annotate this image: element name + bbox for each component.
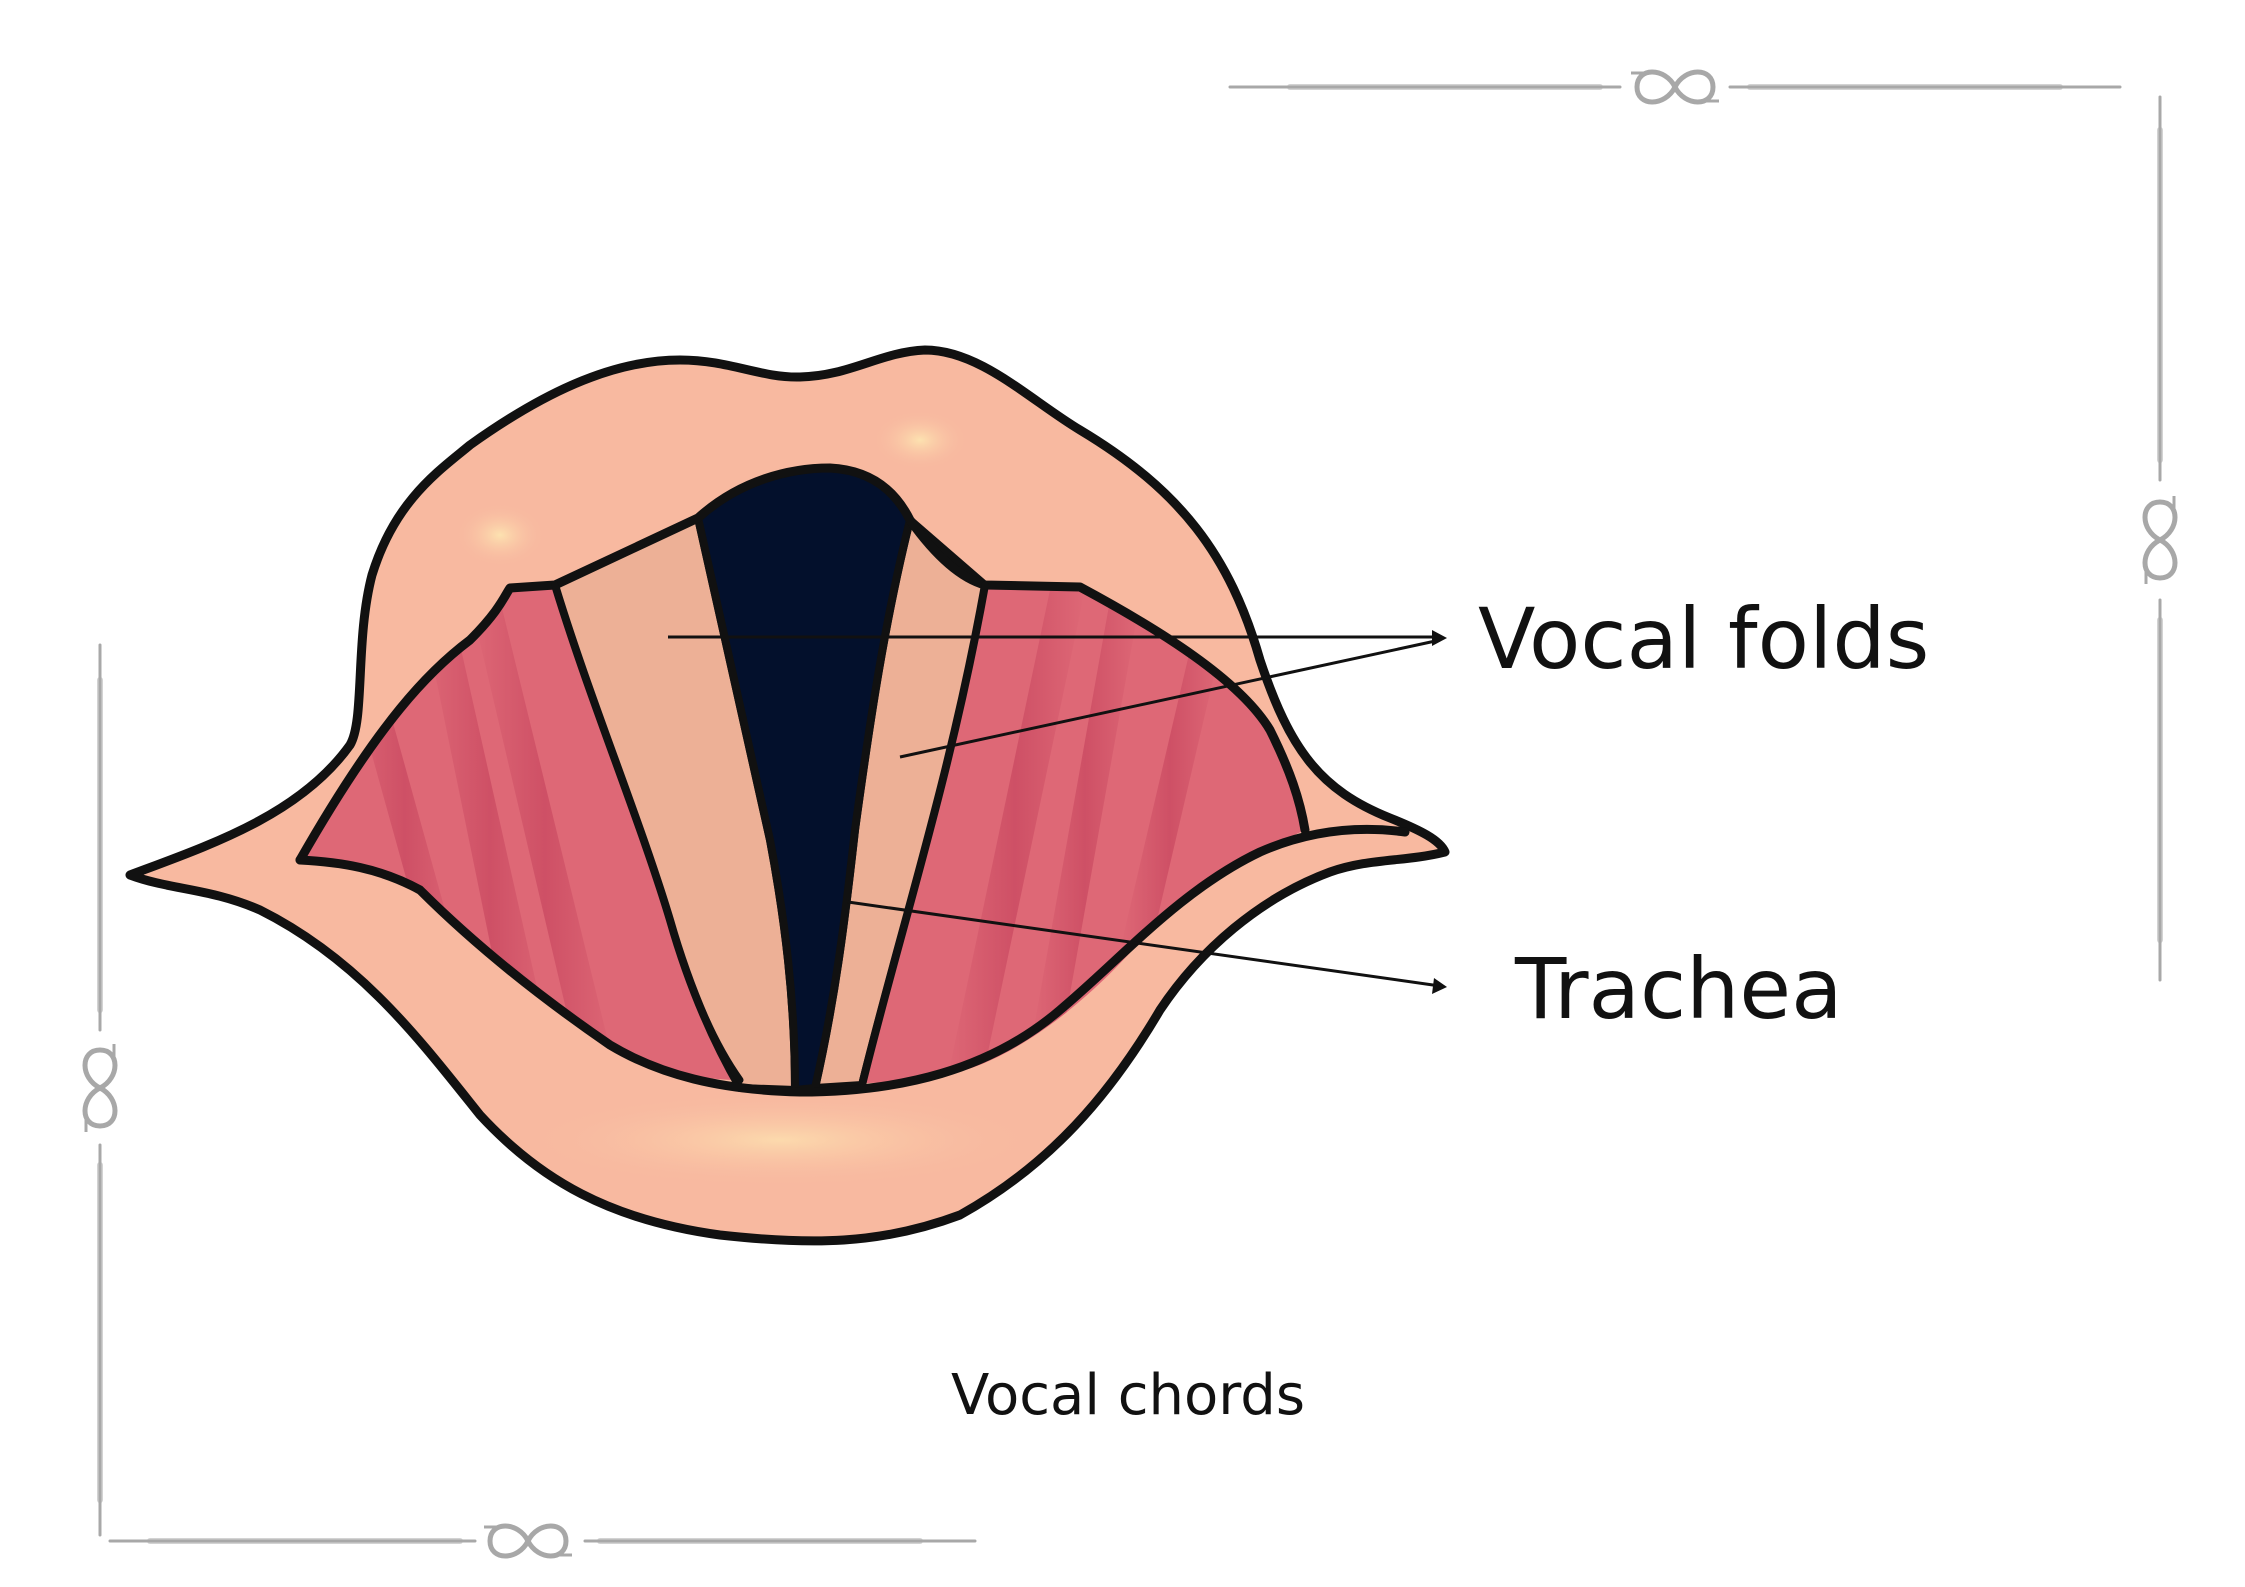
leader-lines bbox=[668, 630, 1447, 994]
tissue-highlight bbox=[872, 410, 968, 470]
trachea-leader bbox=[847, 900, 1441, 988]
arrow-head bbox=[1432, 630, 1447, 646]
infinity-knot-icon bbox=[484, 1523, 572, 1559]
right-fold-edge bbox=[858, 581, 989, 1087]
diagram-caption: Vocal chords bbox=[951, 1363, 1305, 1428]
vocal-folds-leader-right bbox=[899, 638, 1441, 759]
left-muscle bbox=[300, 585, 740, 1080]
inner-rim-top bbox=[295, 463, 1310, 865]
inner-rim-bottom bbox=[295, 825, 1410, 1097]
tissue-highlight bbox=[455, 503, 545, 567]
infinity-knot-icon bbox=[82, 1044, 118, 1132]
frame-bottom-left bbox=[97, 643, 977, 1544]
larynx-illustration bbox=[125, 345, 1450, 1246]
frame-top-right bbox=[1228, 84, 2163, 982]
decorative-frame bbox=[82, 69, 2178, 1559]
infinity-knot-icon bbox=[1631, 69, 1719, 105]
vocal-folds-label: Vocal folds bbox=[1478, 590, 1929, 688]
left-fold-edge bbox=[551, 581, 744, 1084]
tissue-highlight bbox=[520, 1092, 1040, 1188]
trachea-label: Trachea bbox=[1514, 940, 1843, 1038]
infinity-knot-icon bbox=[2142, 496, 2178, 584]
right-muscle-stripes bbox=[945, 590, 1220, 1083]
arrow-head bbox=[1432, 978, 1447, 994]
